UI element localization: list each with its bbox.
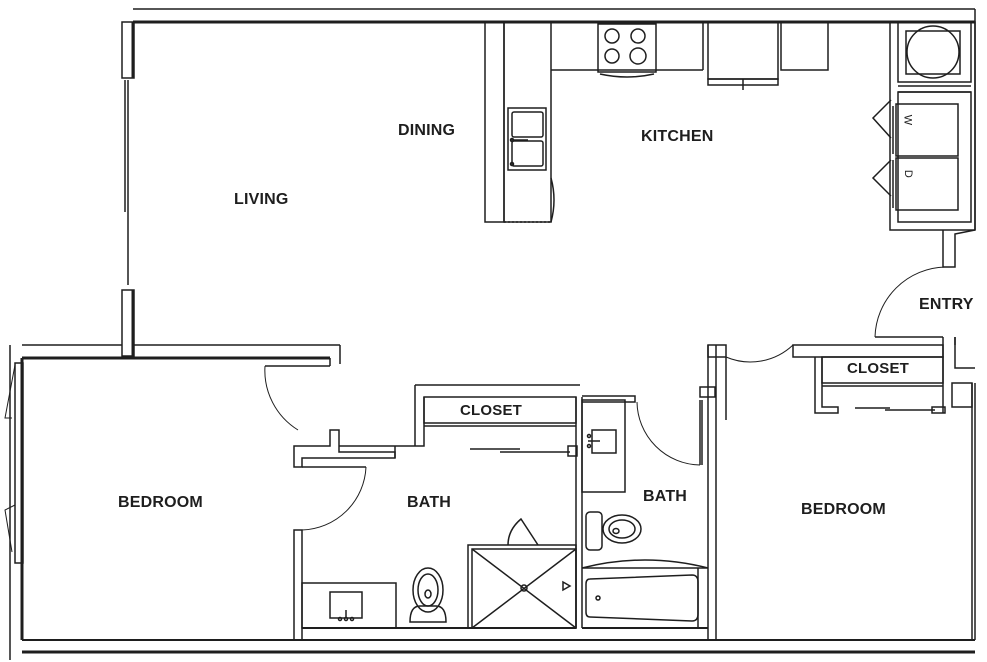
entry-door <box>874 229 976 345</box>
kitchen-pantry-cabinet <box>780 21 829 71</box>
bath2-walls <box>582 344 727 640</box>
washer-dryer <box>871 99 959 211</box>
room-label-bedroom1: BEDROOM <box>118 494 203 511</box>
closet1-shelf <box>423 396 578 457</box>
wall-bedroom1-bath1 <box>293 384 580 641</box>
room-label-kitchen: KITCHEN <box>641 128 714 145</box>
room-label-bath1: BATH <box>407 494 452 511</box>
room-label-dining: DINING <box>398 122 456 139</box>
bath2-bathtub <box>581 559 709 628</box>
bath2-toilet <box>585 511 642 551</box>
kitchen-counter-top <box>551 22 704 71</box>
room-label-closet1: CLOSET <box>460 402 523 419</box>
water-heater-closet <box>889 21 976 231</box>
bedroom1-window-wall <box>4 345 24 660</box>
bath1-vanity <box>301 582 397 629</box>
kitchen-refrigerator <box>707 21 779 90</box>
room-label-bedroom2: BEDROOM <box>801 501 886 518</box>
bedroom2-walls <box>725 337 976 640</box>
kitchen-counter-peninsula <box>484 21 555 223</box>
room-label-bath2: BATH <box>643 488 688 505</box>
kitchen-range <box>597 23 657 78</box>
room-label-entry: ENTRY <box>919 296 974 313</box>
bedroom1-door-swing <box>264 365 299 431</box>
bath2-vanity <box>581 399 626 493</box>
living-left-wall <box>121 21 135 358</box>
dryer-label: D <box>902 169 915 179</box>
wall-bath1-bath2 <box>302 397 583 629</box>
bath1-toilet <box>409 567 447 623</box>
wall-living-bedroom <box>22 344 341 367</box>
bath1-shower <box>467 517 577 629</box>
room-label-living: LIVING <box>234 191 289 208</box>
exterior-wall-bottom <box>22 639 975 654</box>
washer-label: W <box>901 114 914 126</box>
room-label-closet2: CLOSET <box>847 360 910 377</box>
